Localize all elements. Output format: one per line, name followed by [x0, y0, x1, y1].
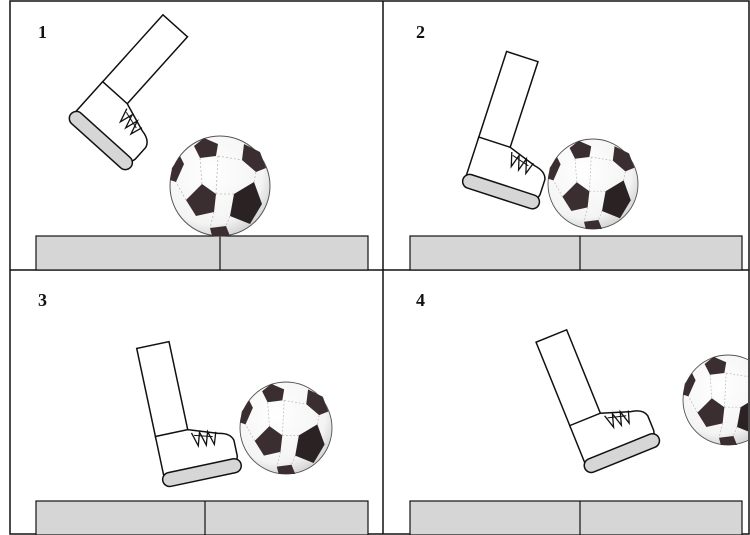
- panel-number: 3: [38, 290, 47, 310]
- panel-2: 2: [409, 22, 743, 271]
- soccer-ball: [547, 138, 639, 230]
- soccer-ball: [239, 381, 333, 475]
- frame-border: [9, 0, 750, 535]
- bench: [35, 500, 369, 535]
- panel-3: 3: [35, 290, 369, 535]
- panel-number: 1: [38, 22, 47, 42]
- bench: [409, 500, 743, 535]
- panel-1: 1: [35, 12, 369, 271]
- panel-4: 4: [409, 290, 748, 535]
- bench: [35, 235, 369, 271]
- boot: [134, 331, 244, 489]
- panel-number: 4: [416, 290, 425, 310]
- soccer-ball: [169, 135, 271, 237]
- boot: [533, 312, 663, 476]
- bench: [409, 235, 743, 271]
- panel-number: 2: [416, 22, 425, 42]
- soccer-ball: [682, 354, 748, 446]
